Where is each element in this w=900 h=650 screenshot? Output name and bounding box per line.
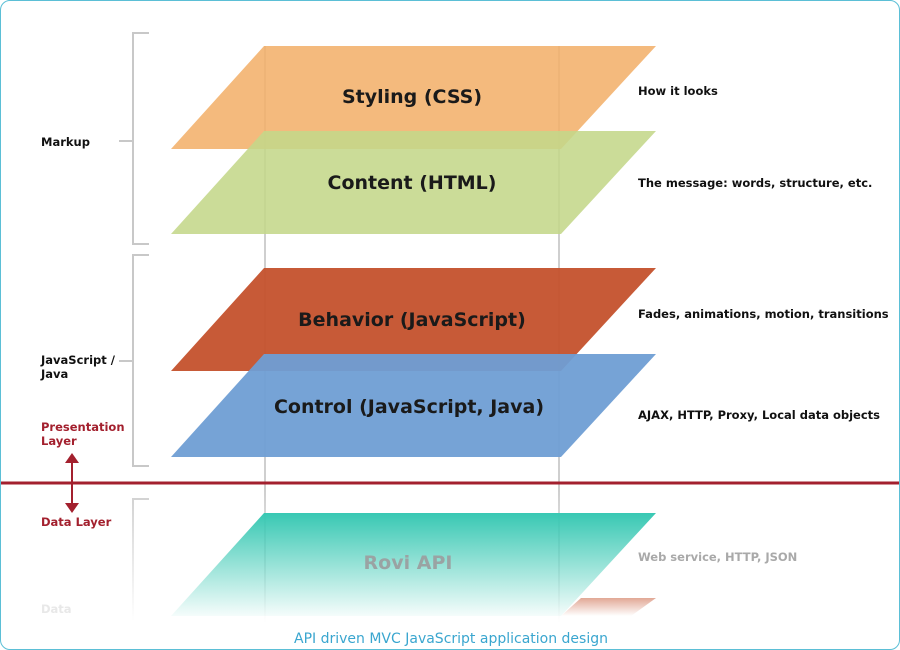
double-arrow-icon	[65, 453, 79, 513]
label-rovi: Rovi API	[364, 552, 453, 574]
desc-content: The message: words, structure, etc.	[638, 176, 872, 190]
desc-control: AJAX, HTTP, Proxy, Local data objects	[638, 408, 880, 422]
plane-content	[171, 131, 656, 234]
data-layer-label: Data Layer	[41, 515, 112, 529]
desc-styling: How it looks	[638, 84, 718, 98]
bracket-javascript	[119, 254, 149, 467]
plane-data-faded	[561, 598, 656, 616]
plane-rovi	[171, 513, 656, 616]
desc-behavior: Fades, animations, motion, transitions	[638, 307, 889, 321]
plane-control	[171, 354, 656, 457]
label-behavior: Behavior (JavaScript)	[298, 309, 526, 331]
label-styling: Styling (CSS)	[342, 86, 482, 108]
group-markup: Markup	[41, 135, 90, 149]
bracket-data-faded	[132, 498, 149, 621]
group-javascript-line2: Java	[40, 367, 68, 381]
label-content: Content (HTML)	[328, 172, 497, 194]
group-javascript-line1: JavaScript /	[40, 353, 116, 367]
label-control: Control (JavaScript, Java)	[274, 396, 544, 418]
presentation-layer-line2: Layer	[41, 434, 77, 448]
bracket-markup	[119, 32, 149, 245]
caption: API driven MVC JavaScript application de…	[294, 631, 608, 647]
plane-styling	[171, 46, 656, 149]
group-data-faded: Data	[41, 602, 72, 616]
presentation-layer-line1: Presentation	[41, 420, 125, 434]
desc-rovi: Web service, HTTP, JSON	[638, 550, 797, 564]
plane-behavior	[171, 268, 656, 371]
